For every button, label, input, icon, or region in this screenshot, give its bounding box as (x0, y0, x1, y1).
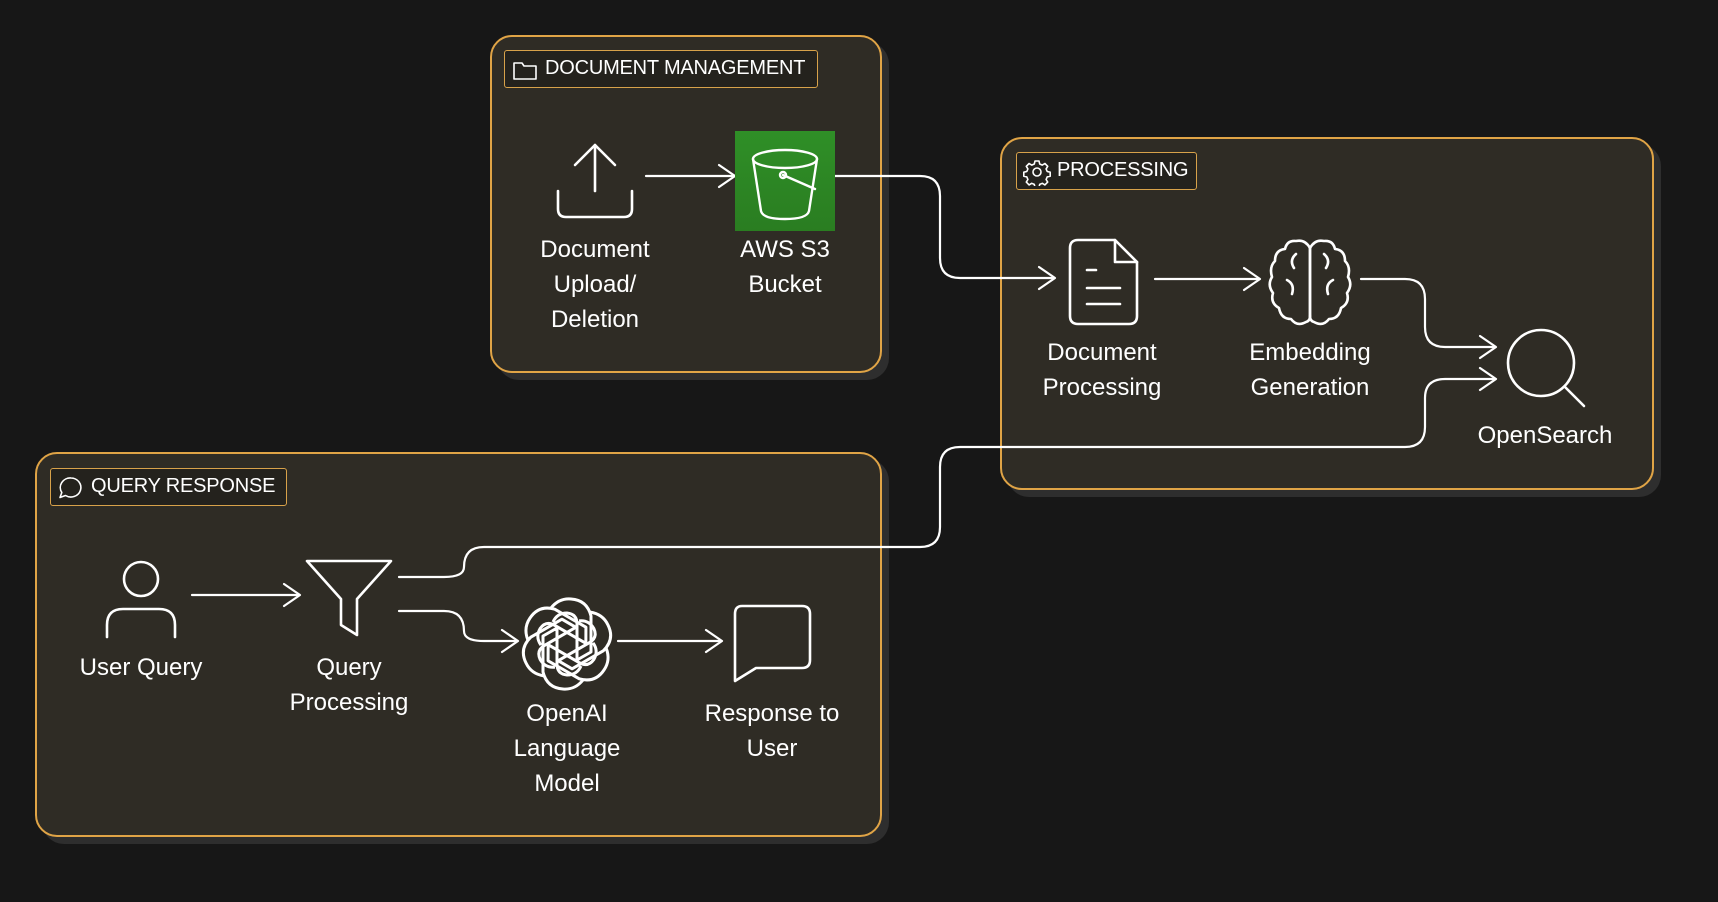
openai-icon (517, 597, 617, 691)
search-icon (1506, 328, 1586, 408)
message-icon (733, 604, 812, 683)
document-upload-label: Document Upload/ Deletion (540, 236, 650, 333)
group-title: PROCESSING (1057, 159, 1189, 181)
group-title: QUERY RESPONSE (91, 475, 276, 497)
openai-model-label: OpenAI Language Model (513, 700, 621, 797)
filter-icon (305, 559, 393, 637)
chat-bubble-icon (59, 477, 82, 499)
embedding-generation-label: Embedding Generation (1249, 339, 1371, 401)
query-response-label: QUERY RESPONSE (50, 468, 287, 506)
document-icon (1068, 238, 1139, 326)
folder-icon (513, 62, 537, 80)
user-icon (105, 560, 177, 639)
processing-label: PROCESSING (1016, 152, 1197, 190)
aws-s3-label: AWS S3 Bucket (740, 236, 830, 298)
user-query-label: User Query (79, 654, 203, 681)
query-processing-label: Query Processing (289, 654, 409, 716)
group-title: DOCUMENT MANAGEMENT (545, 57, 806, 79)
document-processing-label: Document Processing (1042, 339, 1162, 401)
document-management-label: DOCUMENT MANAGEMENT (504, 50, 818, 88)
upload-icon (556, 143, 634, 219)
gear-icon (1023, 160, 1051, 186)
brain-icon (1268, 239, 1352, 326)
s3-bucket-icon (735, 131, 835, 231)
response-label: Response to User (704, 700, 840, 762)
opensearch-label: OpenSearch (1477, 422, 1613, 449)
